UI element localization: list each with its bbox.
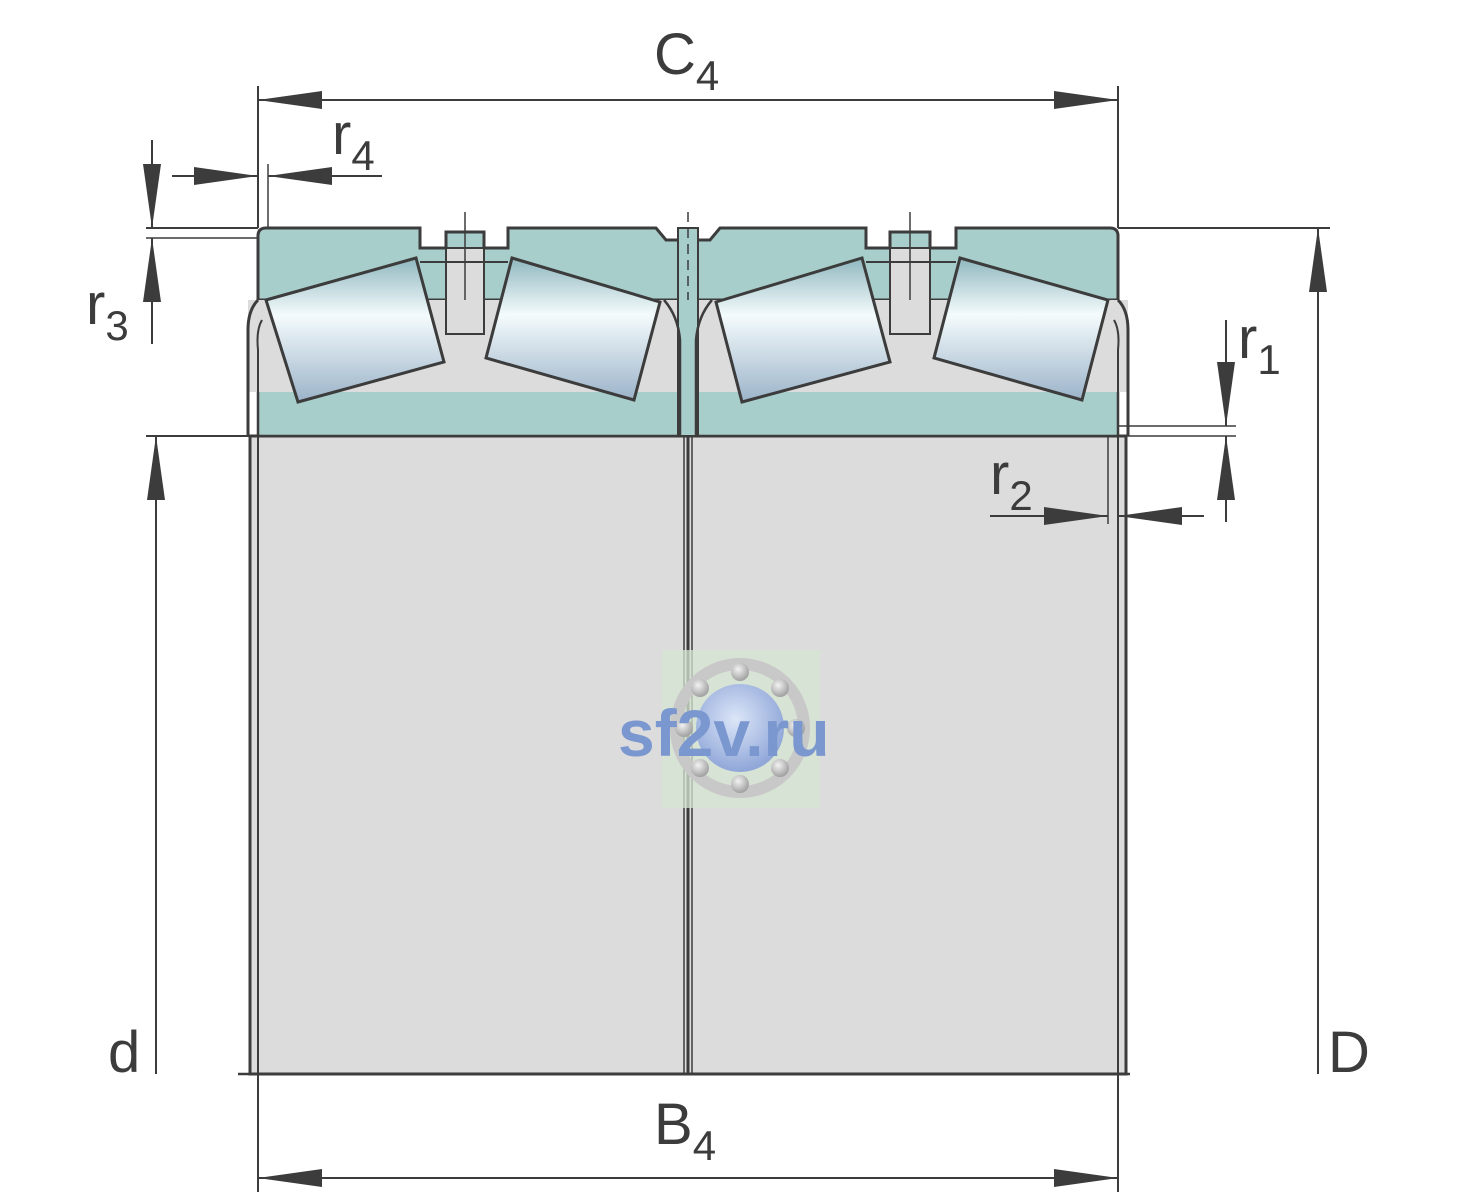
inner-ring-left bbox=[248, 434, 690, 1076]
dimension-labels: C4 B4 r4 r3 r1 r2 d D bbox=[86, 22, 1370, 1169]
roller-1 bbox=[264, 256, 446, 404]
label-D: D bbox=[1328, 1020, 1370, 1085]
watermark-text: sf2v.ru bbox=[618, 696, 830, 770]
roller-3 bbox=[714, 256, 892, 404]
label-b4: B4 bbox=[654, 1092, 716, 1169]
label-c4: C4 bbox=[654, 22, 719, 99]
inner-ring bbox=[248, 434, 1128, 1076]
label-d: d bbox=[108, 1020, 140, 1085]
watermark: sf2v.ru bbox=[618, 650, 830, 808]
label-r3: r3 bbox=[86, 272, 129, 349]
label-r4: r4 bbox=[332, 102, 375, 179]
roller-4 bbox=[932, 256, 1110, 402]
watermark-ball-icon bbox=[696, 684, 784, 772]
label-r2: r2 bbox=[990, 442, 1033, 519]
dimension-lines bbox=[143, 86, 1330, 1192]
roller-2 bbox=[484, 256, 662, 402]
rollers bbox=[264, 256, 1110, 404]
label-r1: r1 bbox=[1238, 306, 1281, 383]
